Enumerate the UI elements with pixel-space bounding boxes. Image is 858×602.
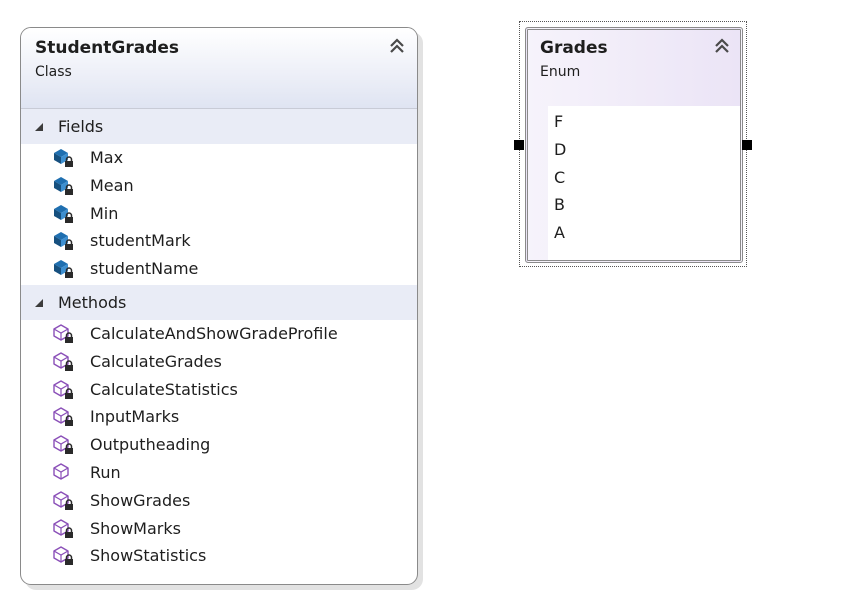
- methods-section-label: Methods: [58, 293, 127, 312]
- enum-value[interactable]: F: [554, 112, 564, 131]
- member-name: studentName: [90, 259, 199, 279]
- private-method-icon: [52, 323, 76, 345]
- left-resize-handle[interactable]: [514, 140, 524, 150]
- member-name: ShowStatistics: [90, 546, 207, 566]
- double-chevron-up-icon: [715, 38, 729, 53]
- double-chevron-up-icon: [390, 38, 404, 53]
- method-row[interactable]: InputMarks: [21, 404, 417, 431]
- private-method-icon: [52, 351, 76, 373]
- expanded-triangle-icon[interactable]: [35, 298, 45, 308]
- public-method-icon: [52, 462, 76, 484]
- private-field-icon: [52, 147, 76, 169]
- member-name: studentMark: [90, 231, 191, 251]
- member-name: CalculateGrades: [90, 351, 222, 371]
- method-row[interactable]: CalculateGrades: [21, 349, 417, 376]
- collapse-enum-button[interactable]: [712, 37, 732, 55]
- private-method-icon: [52, 545, 76, 567]
- expanded-triangle-icon[interactable]: [35, 122, 45, 132]
- method-row[interactable]: CalculateStatistics: [21, 377, 417, 404]
- field-row[interactable]: studentName: [21, 256, 417, 283]
- class-kind: Class: [35, 64, 72, 80]
- member-name: CalculateAndShowGradeProfile: [90, 324, 338, 343]
- enum-value[interactable]: A: [554, 223, 565, 243]
- method-row[interactable]: ShowGrades: [21, 488, 417, 515]
- method-row[interactable]: CalculateAndShowGradeProfile: [21, 321, 417, 348]
- member-name: InputMarks: [90, 407, 180, 427]
- class-header: StudentGrades Class: [21, 28, 417, 109]
- private-method-icon: [52, 490, 76, 512]
- private-field-icon: [52, 175, 76, 197]
- enum-title: Grades: [540, 38, 608, 58]
- enum-kind: Enum: [540, 64, 581, 80]
- enum-value[interactable]: D: [554, 139, 567, 159]
- member-name: Run: [90, 463, 121, 482]
- private-method-icon: [52, 434, 76, 456]
- private-field-icon: [52, 203, 76, 225]
- field-row[interactable]: Mean: [21, 173, 417, 200]
- member-name: Mean: [90, 175, 134, 195]
- member-name: ShowMarks: [90, 518, 181, 538]
- private-method-icon: [52, 518, 76, 540]
- method-row[interactable]: ShowMarks: [21, 516, 417, 543]
- private-field-icon: [52, 258, 76, 280]
- member-name: Outputheading: [90, 435, 211, 455]
- field-row[interactable]: Min: [21, 201, 417, 228]
- field-row[interactable]: Max: [21, 145, 417, 172]
- private-method-icon: [52, 379, 76, 401]
- fields-section-label: Fields: [58, 117, 104, 136]
- methods-section-header[interactable]: Methods: [21, 285, 417, 320]
- method-row[interactable]: Run: [21, 460, 417, 487]
- member-name: Max: [90, 148, 124, 167]
- private-field-icon: [52, 230, 76, 252]
- fields-section-header[interactable]: Fields: [21, 109, 417, 144]
- member-name: CalculateStatistics: [90, 379, 238, 399]
- member-name: ShowGrades: [90, 490, 191, 510]
- class-title: StudentGrades: [35, 38, 180, 58]
- enum-value[interactable]: C: [554, 167, 566, 187]
- member-name: Min: [90, 203, 119, 223]
- method-row[interactable]: Outputheading: [21, 432, 417, 459]
- right-resize-handle[interactable]: [742, 140, 752, 150]
- enum-value[interactable]: B: [554, 195, 565, 215]
- field-row[interactable]: studentMark: [21, 228, 417, 255]
- method-row[interactable]: ShowStatistics: [21, 543, 417, 570]
- private-method-icon: [52, 406, 76, 428]
- collapse-class-button[interactable]: [387, 37, 407, 55]
